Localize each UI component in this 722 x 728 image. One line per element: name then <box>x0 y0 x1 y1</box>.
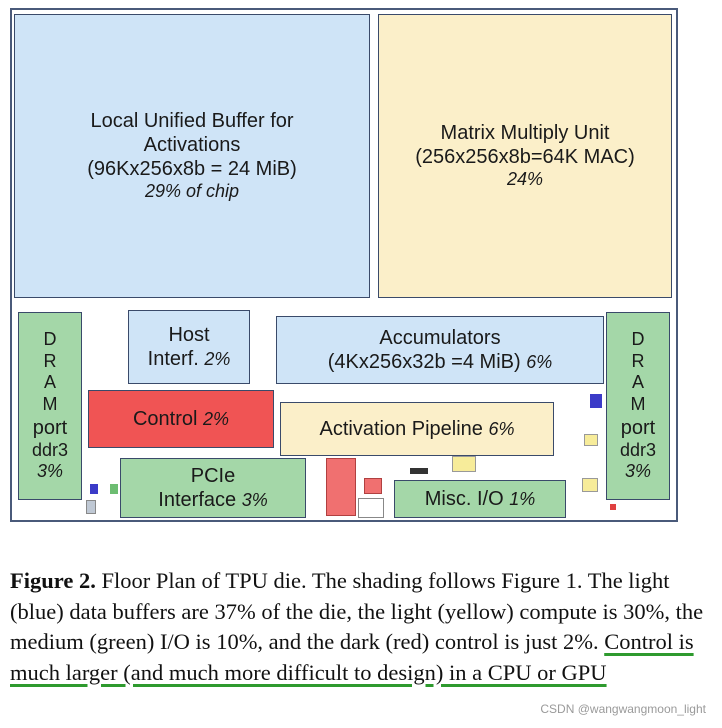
watermark-text: CSDN @wangwangmoon_light <box>540 702 706 716</box>
small-green-dot <box>110 484 118 494</box>
control-block: Control 2% <box>88 390 274 448</box>
tpu-die-floorplan: Local Unified Buffer for Activations (96… <box>10 8 678 522</box>
matrix-unit-size: (256x256x8b=64K MAC) <box>415 146 635 169</box>
accumulators-block: Accumulators (4Kx256x32b =4 MiB) 6% <box>276 316 604 384</box>
caption-text: Floor Plan of TPU die. The shading follo… <box>10 568 704 654</box>
unified-buffer-percent: 29% of chip <box>144 181 240 202</box>
dram-right-port: port <box>620 416 656 439</box>
host-title: Host <box>168 324 210 346</box>
figure-label: Figure 2. <box>10 568 96 593</box>
accumulators-size: (4Kx256x32b =4 MiB) <box>327 351 521 373</box>
pcie-subtitle: Interface <box>158 489 237 511</box>
dram-left-letter-r: R <box>43 350 57 371</box>
small-dark-strip <box>410 468 428 474</box>
accumulators-percent: 6% <box>526 352 553 372</box>
small-blue-dot <box>90 484 98 494</box>
activation-pipeline-block: Activation Pipeline 6% <box>280 402 554 456</box>
small-yellow-block-3 <box>582 478 598 492</box>
activation-label: Activation Pipeline <box>319 418 483 440</box>
dram-right-letter-m: M <box>630 394 646 414</box>
dram-left-letter-d: D <box>43 329 57 350</box>
matrix-unit-title: Matrix Multiply Unit <box>440 122 610 145</box>
small-red-square <box>364 478 382 494</box>
unified-buffer-block: Local Unified Buffer for Activations (96… <box>14 14 370 298</box>
dram-left-port: port <box>32 416 68 439</box>
dram-right-letter-r: R <box>631 350 645 371</box>
dram-right-ddr: ddr3 <box>619 439 657 460</box>
small-yellow-block-2 <box>584 434 598 446</box>
dram-left-ddr: ddr3 <box>31 439 69 460</box>
misc-io-percent: 1% <box>509 489 536 509</box>
unified-buffer-size: (96Kx256x8b = 24 MiB) <box>87 158 297 181</box>
unified-buffer-title: Local Unified Buffer for <box>90 110 294 133</box>
small-red-blocks-column <box>326 458 356 516</box>
pcie-percent: 3% <box>241 490 268 510</box>
small-yellow-block-1 <box>452 456 476 472</box>
dram-port-right-block: D R A M port ddr3 3% <box>606 312 670 500</box>
caption-underlined-text: Control is much larger (and much more di… <box>10 629 694 685</box>
pcie-interface-block: PCIe Interface 3% <box>120 458 306 518</box>
misc-io-label: Misc. I/O <box>424 488 504 510</box>
accumulators-title: Accumulators <box>379 327 501 349</box>
small-blue-chip <box>590 394 602 408</box>
control-percent: 2% <box>203 409 230 429</box>
unified-buffer-subtitle: Activations <box>143 134 241 157</box>
small-white-block <box>358 498 384 518</box>
dram-right-letter-a: A <box>631 372 644 393</box>
small-gray-block <box>86 500 96 514</box>
dram-left-letter-m: M <box>42 394 58 414</box>
host-subtitle: Interf. <box>147 348 199 370</box>
dram-left-percent: 3% <box>36 461 63 482</box>
matrix-unit-percent: 24% <box>506 169 544 190</box>
small-red-dot <box>610 504 616 510</box>
control-label: Control <box>132 408 198 430</box>
host-interface-block: Host Interf. 2% <box>128 310 250 384</box>
misc-io-block: Misc. I/O 1% <box>394 480 566 518</box>
dram-right-letter-d: D <box>631 329 645 350</box>
dram-right-percent: 3% <box>624 461 651 482</box>
dram-left-letter-a: A <box>43 372 56 393</box>
pcie-title: PCIe <box>190 465 236 487</box>
dram-port-left-block: D R A M port ddr3 3% <box>18 312 82 500</box>
matrix-multiply-unit-block: Matrix Multiply Unit (256x256x8b=64K MAC… <box>378 14 672 298</box>
activation-percent: 6% <box>488 419 515 439</box>
host-percent: 2% <box>204 349 231 369</box>
figure-caption: Figure 2. Floor Plan of TPU die. The sha… <box>10 566 710 688</box>
